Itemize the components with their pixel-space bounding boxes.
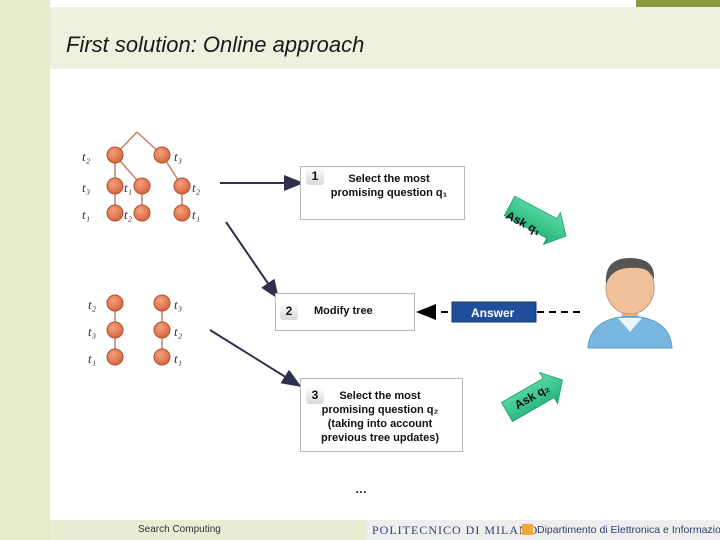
tree-node-label: t₃	[88, 324, 96, 339]
step-2-box	[275, 293, 415, 331]
department-name: Dipartimento di Elettronica e Informazio…	[537, 524, 720, 536]
tree-node-label: t₃	[174, 149, 182, 164]
title-band	[50, 7, 720, 69]
step-2-number: 2	[280, 302, 298, 320]
tree-node	[133, 177, 151, 195]
tree-node	[106, 348, 124, 366]
ellipsis: …	[355, 482, 367, 496]
tree-node	[153, 146, 171, 164]
tree-node-label: t₂	[174, 324, 183, 339]
ask-q1-arrow	[503, 195, 567, 246]
tree-2: t₂ t₃ t₃ t₂ t₁ t₁	[88, 294, 183, 366]
tree-node-label: t₂	[124, 207, 133, 222]
arrow-tree2-to-step3	[209, 329, 302, 388]
tree-node	[153, 294, 171, 312]
step-1-number: 1	[306, 167, 324, 185]
step-1-text: Select the most promising question q₁	[330, 173, 448, 199]
tree-node	[153, 348, 171, 366]
arrow-step1-to-step2	[225, 221, 280, 300]
tree-node	[106, 177, 124, 195]
tree-node-label: t₁	[82, 207, 90, 222]
step-1-box	[300, 166, 465, 220]
footer-brand-band	[366, 520, 720, 540]
top-accent-bar	[636, 0, 720, 7]
tree-node-label: t₁	[174, 351, 182, 366]
tree-node	[173, 204, 191, 222]
tree-node	[106, 146, 124, 164]
tree-1: t₂ t₃ t₃ t₁ t₂ t₁ t₂ t₁	[82, 131, 201, 222]
step-3-text: Select the most promising question q₂ (t…	[321, 390, 439, 444]
footer-left-band	[50, 520, 366, 540]
ask-q2-arrow	[500, 371, 563, 423]
answer-box	[451, 301, 537, 323]
department-logo-icon	[522, 524, 533, 535]
tree-node-label: t₁	[192, 207, 200, 222]
tree-node-label: t₃	[174, 297, 182, 312]
person-icon	[587, 258, 673, 349]
tree-node	[153, 321, 171, 339]
answer-label: Answer	[471, 306, 515, 320]
tree-node-label: t₁	[88, 351, 96, 366]
step-2-text: Modify tree	[314, 305, 373, 317]
step-3-number: 3	[306, 386, 324, 404]
left-sidebar-band	[0, 0, 50, 540]
university-logo-text: POLITECNICO DI MILANO	[372, 523, 539, 537]
footer-course-label: Search Computing	[138, 524, 221, 535]
tree-node	[106, 294, 124, 312]
step-3-box	[300, 378, 463, 452]
tree-node-label: t₁	[124, 180, 132, 195]
tree-node-label: t₂	[192, 180, 201, 195]
tree-node	[173, 177, 191, 195]
tree-node	[106, 321, 124, 339]
tree-node-label: t₂	[88, 297, 97, 312]
tree-node	[133, 204, 151, 222]
slide-title: First solution: Online approach	[66, 32, 365, 57]
tree-node-label: t₂	[82, 149, 91, 164]
tree-node	[106, 204, 124, 222]
tree-node-label: t₃	[82, 180, 90, 195]
